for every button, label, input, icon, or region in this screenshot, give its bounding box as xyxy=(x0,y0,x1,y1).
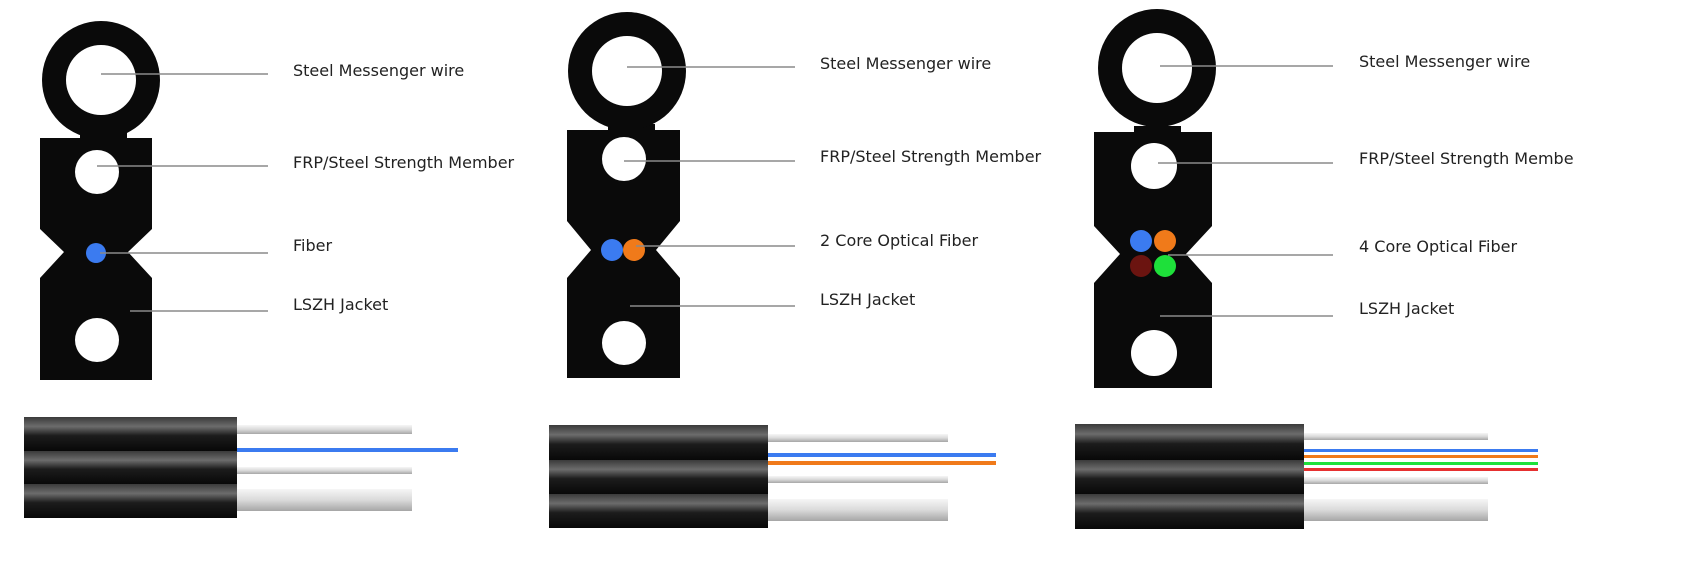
strength-member-bottom xyxy=(602,321,646,365)
jacket-segment-bottom xyxy=(549,494,768,528)
label-messenger: Steel Messenger wire xyxy=(1359,52,1530,71)
fiber-core-1 xyxy=(601,239,623,261)
fiber-strand-2 xyxy=(766,461,996,465)
cross-section xyxy=(567,12,686,378)
cross-section xyxy=(40,21,160,380)
jacket-segment-middle xyxy=(24,451,237,484)
label-messenger: Steel Messenger wire xyxy=(820,54,991,73)
wire-middle xyxy=(766,476,948,483)
fiber-core-3 xyxy=(1130,255,1152,277)
fiber-strand-3 xyxy=(1302,462,1538,465)
wire-middle xyxy=(1302,477,1488,484)
messenger-wire xyxy=(66,45,136,115)
panel-four-core: Steel Messenger wire FRP/Steel Strength … xyxy=(1075,9,1574,529)
strength-member-top xyxy=(602,137,646,181)
label-fiber: 4 Core Optical Fiber xyxy=(1359,237,1517,256)
jacket-segment-bottom xyxy=(24,484,237,518)
label-jacket: LSZH Jacket xyxy=(1359,299,1454,318)
fiber-core-2 xyxy=(1154,230,1176,252)
fiber-strand-1 xyxy=(766,453,996,457)
jacket-segment-middle xyxy=(549,460,768,494)
fiber-strand xyxy=(234,448,458,452)
jacket-segment-middle xyxy=(1075,460,1304,494)
side-view xyxy=(549,425,996,528)
fiber-strand-4 xyxy=(1302,468,1538,471)
label-jacket: LSZH Jacket xyxy=(293,295,388,314)
side-view xyxy=(1075,424,1538,529)
label-jacket: LSZH Jacket xyxy=(820,290,915,309)
jacket-segment-top xyxy=(1075,424,1304,460)
wire-top xyxy=(1302,433,1488,440)
jacket-segment-top xyxy=(549,425,768,460)
side-view xyxy=(24,417,458,518)
wire-middle xyxy=(234,467,412,474)
strength-member-top xyxy=(75,150,119,194)
wire-top xyxy=(766,434,948,442)
fiber-core-1 xyxy=(1130,230,1152,252)
panel-two-core: Steel Messenger wire FRP/Steel Strength … xyxy=(549,12,1042,528)
label-messenger: Steel Messenger wire xyxy=(293,61,464,80)
label-strength: FRP/Steel Strength Membe xyxy=(1359,149,1574,168)
messenger-wire xyxy=(592,36,662,106)
label-strength: FRP/Steel Strength Member xyxy=(820,147,1042,166)
strength-member-top xyxy=(1131,143,1177,189)
fiber-core-4 xyxy=(1154,255,1176,277)
jacket-segment-bottom xyxy=(1075,494,1304,529)
strength-member-bottom xyxy=(1131,330,1177,376)
wire-top xyxy=(234,425,412,434)
label-fiber: 2 Core Optical Fiber xyxy=(820,231,978,250)
panel-one-core: Steel Messenger wire FRP/Steel Strength … xyxy=(24,21,515,518)
fiber-strand-1 xyxy=(1302,449,1538,452)
label-fiber: Fiber xyxy=(293,236,332,255)
fiber-strand-2 xyxy=(1302,455,1538,458)
jacket-segment-top xyxy=(24,417,237,451)
messenger-wire xyxy=(1122,33,1192,103)
jacket-body xyxy=(1094,126,1212,388)
strength-member-bottom xyxy=(75,318,119,362)
label-strength: FRP/Steel Strength Member xyxy=(293,153,515,172)
wire-bottom xyxy=(766,499,948,521)
cross-section xyxy=(1094,9,1216,388)
wire-bottom xyxy=(234,489,412,511)
fiber-core xyxy=(86,243,106,263)
wire-bottom xyxy=(1302,499,1488,521)
fiber-core-2 xyxy=(623,239,645,261)
